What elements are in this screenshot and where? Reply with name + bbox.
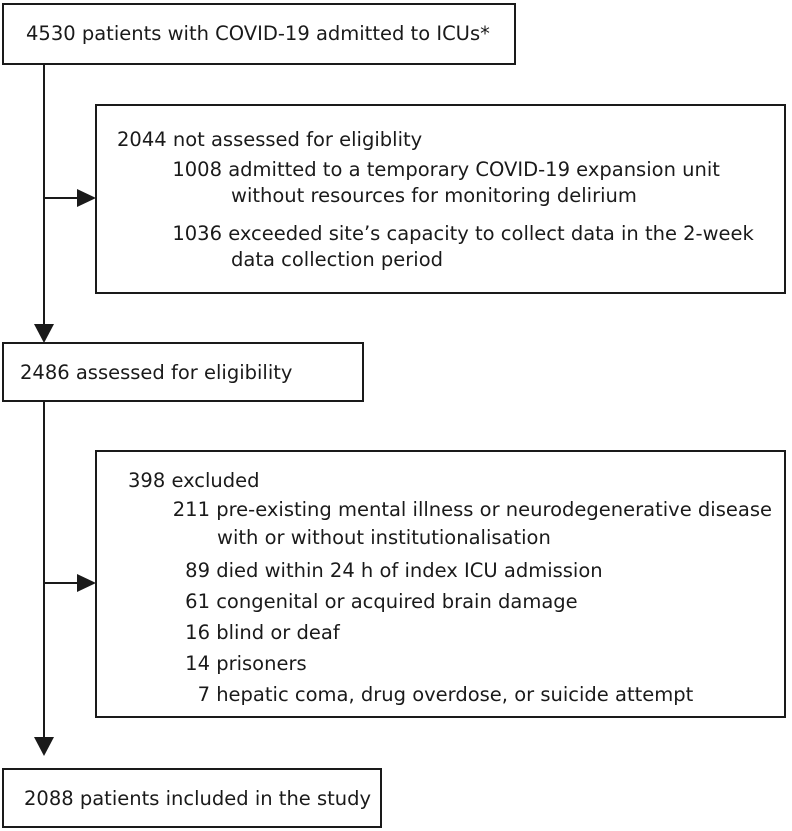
included-line: 2088 patients included in the study [24, 787, 371, 811]
reason-text: hepatic coma, drug overdose, or suicide … [216, 683, 694, 706]
reason-count: 7 [197, 683, 210, 706]
arrow-head-down-assessed [34, 324, 54, 343]
excluded-reason: 211 pre-existing mental illness or neuro… [172, 498, 772, 522]
reason-text-continued: data collection period [231, 248, 443, 271]
reason-count: 1008 [172, 158, 222, 181]
reason-count: 14 [185, 652, 210, 675]
not-assessed-text: not assessed for eligiblity [172, 128, 423, 151]
assessed-text: assessed for eligibility [75, 361, 293, 384]
reason-text: blind or deaf [216, 621, 340, 644]
excluded-count: 398 [128, 469, 166, 492]
reason-count: 16 [185, 621, 210, 644]
reason-text: died within 24 h of index ICU admission [216, 559, 603, 582]
box-included: 2088 patients included in the study [2, 768, 382, 828]
box-not-assessed: 2044 not assessed for eligiblity 1008 ad… [95, 104, 786, 294]
reason-count: 89 [185, 559, 210, 582]
total-count: 4530 [26, 22, 76, 45]
assessed-count: 2486 [20, 361, 70, 384]
arrow-head-right-excluded [77, 574, 96, 592]
total-text: patients with COVID-19 admitted to ICUs* [81, 22, 490, 45]
total-line: 4530 patients with COVID-19 admitted to … [26, 22, 490, 46]
included-text: patients included in the study [79, 787, 372, 810]
reason-text-continued: with or without institutionalisation [217, 526, 551, 549]
reason-count: 211 [172, 498, 210, 521]
reason-count: 61 [185, 590, 210, 613]
not-assessed-count: 2044 [117, 128, 167, 151]
box-assessed: 2486 assessed for eligibility [2, 342, 364, 402]
not-assessed-reason: 1036 exceeded site’s capacity to collect… [172, 222, 754, 246]
excluded-reason: 89 died within 24 h of index ICU admissi… [172, 559, 603, 583]
excluded-reason: 14 prisoners [172, 652, 307, 676]
reason-text: prisoners [216, 652, 307, 675]
included-count: 2088 [24, 787, 74, 810]
excluded-reason: 61 congenital or acquired brain damage [172, 590, 578, 614]
not-assessed-reason: 1008 admitted to a temporary COVID-19 ex… [172, 158, 720, 182]
box-excluded: 398 excluded 211 pre-existing mental ill… [95, 450, 786, 718]
reason-text: admitted to a temporary COVID-19 expansi… [228, 158, 720, 181]
not-assessed-line: 2044 not assessed for eligiblity [117, 128, 422, 152]
assessed-line: 2486 assessed for eligibility [20, 361, 292, 385]
excluded-line: 398 excluded [128, 469, 260, 493]
box-total-patients: 4530 patients with COVID-19 admitted to … [2, 3, 516, 65]
excluded-text: excluded [171, 469, 260, 492]
excluded-reason: 7 hepatic coma, drug overdose, or suicid… [172, 683, 694, 707]
reason-text: congenital or acquired brain damage [216, 590, 578, 613]
arrow-head-right-not-assessed [77, 189, 96, 207]
reason-count: 1036 [172, 222, 222, 245]
reason-text: pre-existing mental illness or neurodege… [216, 498, 772, 521]
reason-text: exceeded site’s capacity to collect data… [228, 222, 754, 245]
excluded-reason: 16 blind or deaf [172, 621, 340, 645]
reason-text-continued: without resources for monitoring deliriu… [231, 184, 637, 207]
arrow-head-down-included [34, 737, 54, 756]
